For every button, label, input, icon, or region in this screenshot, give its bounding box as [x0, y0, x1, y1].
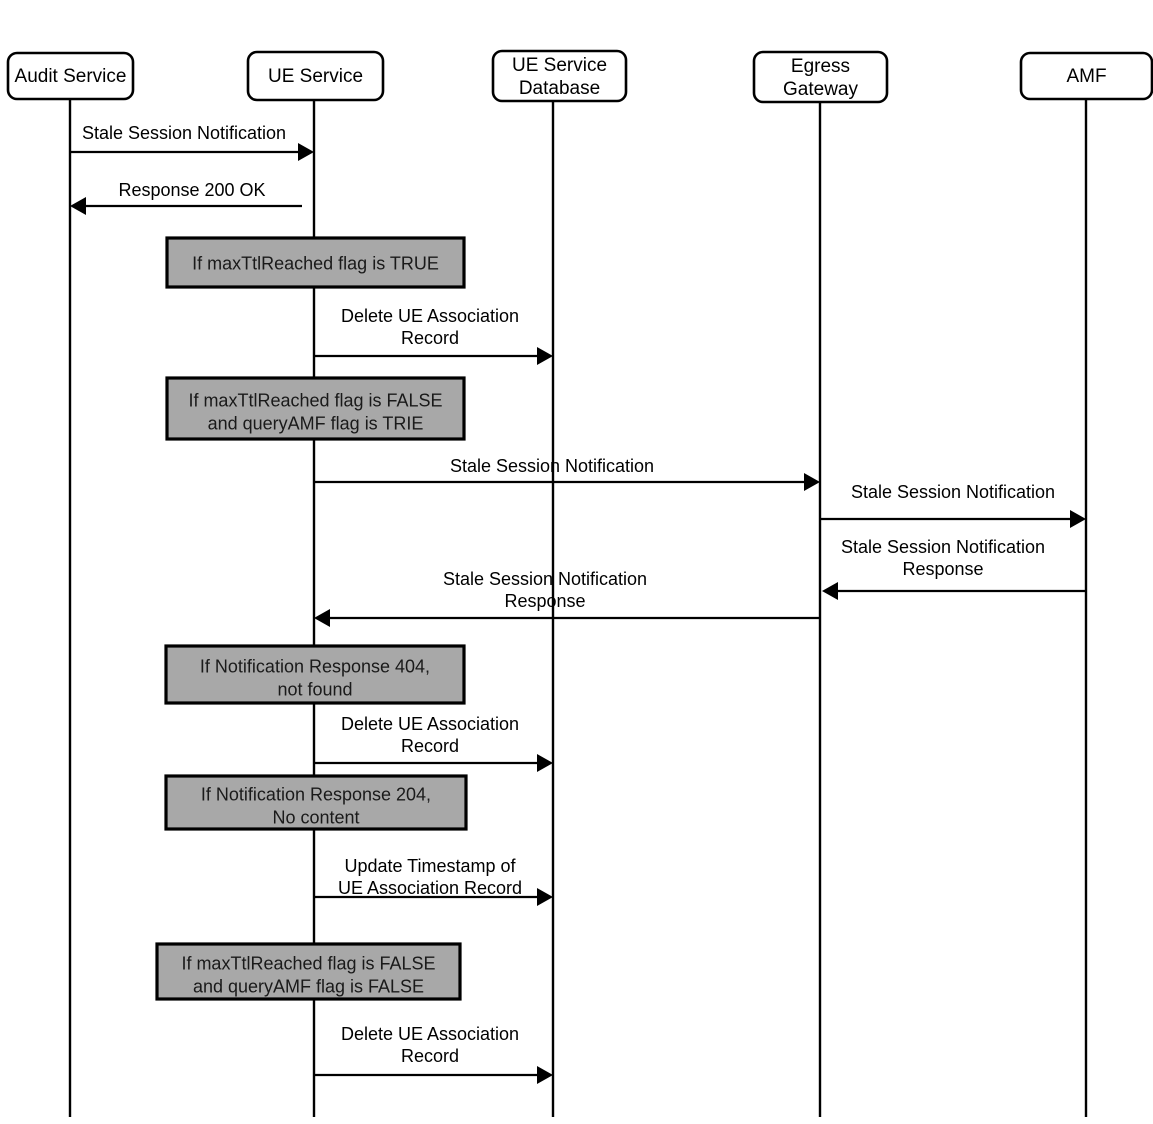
condition-c2[interactable]: If maxTtlReached flag is FALSE and queryA…: [165, 376, 466, 441]
condition-label-c4: If Notification Response 204,: [201, 785, 431, 805]
message-arrowhead-m2: [70, 197, 86, 215]
participant-label-ue: UE Service: [268, 66, 363, 87]
message-m2[interactable]: Response 200 OK: [70, 180, 302, 215]
message-label-m9: Update Timestamp of: [344, 856, 516, 876]
message-arrowhead-m5: [1070, 510, 1086, 528]
condition-label2-c4: No content: [272, 808, 359, 828]
participant-label2-db: Database: [519, 78, 600, 99]
condition-label2-c3: not found: [277, 680, 352, 700]
message-label-m5: Stale Session Notification: [851, 482, 1055, 502]
condition-box-c1[interactable]: [165, 236, 466, 289]
participant-box-amf[interactable]: [1019, 51, 1153, 101]
condition-label-c5: If maxTtlReached flag is FALSE: [181, 954, 435, 974]
condition-c3[interactable]: If Notification Response 404, not found: [164, 644, 466, 705]
condition-box-c5[interactable]: [155, 942, 462, 1001]
participant-amf[interactable]: AMF: [1019, 51, 1153, 101]
message-m5[interactable]: Stale Session Notification: [820, 482, 1086, 528]
message-label-m1: Stale Session Notification: [82, 123, 286, 143]
message-m4[interactable]: Stale Session Notification: [314, 456, 820, 491]
message-label-m10: Delete UE Association: [341, 1024, 519, 1044]
participant-label-db: UE Service: [512, 55, 607, 76]
condition-label-c3: If Notification Response 404,: [200, 657, 430, 677]
message-arrowhead-m6: [822, 582, 838, 600]
condition-box-c4[interactable]: [164, 774, 468, 831]
message-label2-m8: Record: [401, 736, 459, 756]
condition-label-c2: If maxTtlReached flag is FALSE: [188, 391, 442, 411]
participant-label-amf: AMF: [1066, 66, 1106, 87]
message-arrowhead-m3: [537, 347, 553, 365]
condition-box-c2[interactable]: [165, 376, 466, 441]
participant-box-egress[interactable]: [752, 50, 889, 104]
message-label-m3: Delete UE Association: [341, 306, 519, 326]
message-label2-m6: Response: [902, 559, 983, 579]
message-label-m8: Delete UE Association: [341, 714, 519, 734]
message-arrowhead-m7: [314, 609, 330, 627]
message-arrowhead-m9: [537, 888, 553, 906]
message-arrowhead-m10: [537, 1066, 553, 1084]
message-label2-m9: UE Association Record: [338, 878, 522, 898]
participant-label-egress: Egress: [791, 56, 850, 77]
participant-label-audit: Audit Service: [15, 66, 127, 87]
condition-box-c3[interactable]: [164, 644, 466, 705]
message-m1[interactable]: Stale Session Notification: [70, 123, 314, 161]
message-label2-m7: Response: [504, 591, 585, 611]
participant-box-audit[interactable]: [6, 51, 135, 101]
condition-label2-c2: and queryAMF flag is TRIE: [208, 414, 424, 434]
message-label2-m3: Record: [401, 328, 459, 348]
message-arrowhead-m1: [298, 143, 314, 161]
message-label-m2: Response 200 OK: [118, 180, 265, 200]
condition-c1[interactable]: If maxTtlReached flag is TRUE: [165, 236, 466, 289]
conditions-group: If maxTtlReached flag is TRUE If maxTtlRe…: [155, 236, 468, 1001]
message-label-m4: Stale Session Notification: [450, 456, 654, 476]
condition-label-c1: If maxTtlReached flag is TRUE: [192, 254, 439, 274]
condition-label2-c5: and queryAMF flag is FALSE: [193, 977, 424, 997]
condition-c5[interactable]: If maxTtlReached flag is FALSE and queryA…: [155, 942, 462, 1001]
participant-audit[interactable]: Audit Service: [6, 51, 135, 101]
condition-c4[interactable]: If Notification Response 204, No content: [164, 774, 468, 831]
message-arrowhead-m8: [537, 754, 553, 772]
message-arrowhead-m4: [804, 473, 820, 491]
participant-label2-egress: Gateway: [783, 79, 858, 100]
message-label-m7: Stale Session Notification: [443, 569, 647, 589]
message-label2-m10: Record: [401, 1046, 459, 1066]
participant-box-db[interactable]: [491, 49, 628, 103]
message-label-m6: Stale Session Notification: [841, 537, 1045, 557]
participant-ue[interactable]: UE Service: [246, 50, 385, 102]
participant-box-ue[interactable]: [246, 50, 385, 102]
